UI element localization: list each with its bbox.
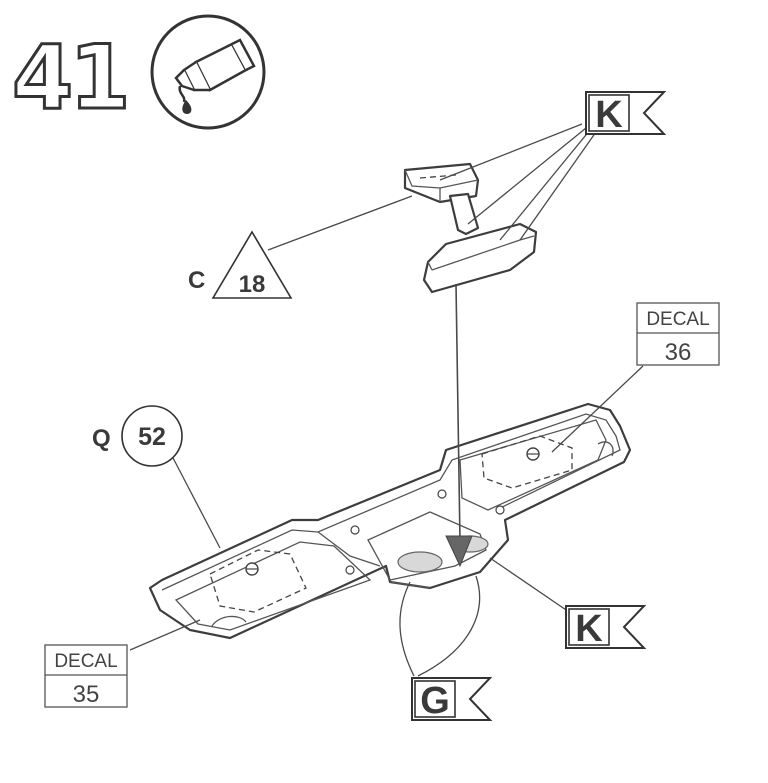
triangle-part-letter: C: [188, 267, 205, 294]
decal-label-35: DECAL 35: [44, 644, 128, 708]
part-callout-circle: Q 52: [92, 405, 183, 467]
decal-number: 35: [73, 681, 100, 708]
flag-letter: G: [420, 680, 450, 722]
paint-flag-g: G: [411, 677, 493, 722]
part-callout-triangle: C 18: [188, 230, 293, 299]
glue-tube-icon: [150, 14, 266, 130]
decal-title: DECAL: [54, 651, 117, 672]
decal-label-36: DECAL 36: [636, 302, 720, 366]
decal-title: DECAL: [646, 309, 709, 330]
tray-part: [148, 402, 632, 640]
flag-letter: K: [595, 94, 623, 136]
leader-lines: [129, 123, 644, 677]
step-number: 41: [12, 26, 126, 129]
decal-number: 36: [665, 339, 692, 366]
mirror-part: [403, 162, 538, 294]
circle-part-number: 52: [138, 423, 166, 451]
flag-letter: K: [575, 608, 603, 650]
assembly-arrow: [445, 283, 473, 568]
triangle-part-number: 18: [239, 271, 266, 298]
paint-flag-k-bottom: K: [565, 605, 647, 650]
circle-part-letter: Q: [92, 425, 111, 452]
paint-flag-k-top: K: [585, 91, 667, 136]
